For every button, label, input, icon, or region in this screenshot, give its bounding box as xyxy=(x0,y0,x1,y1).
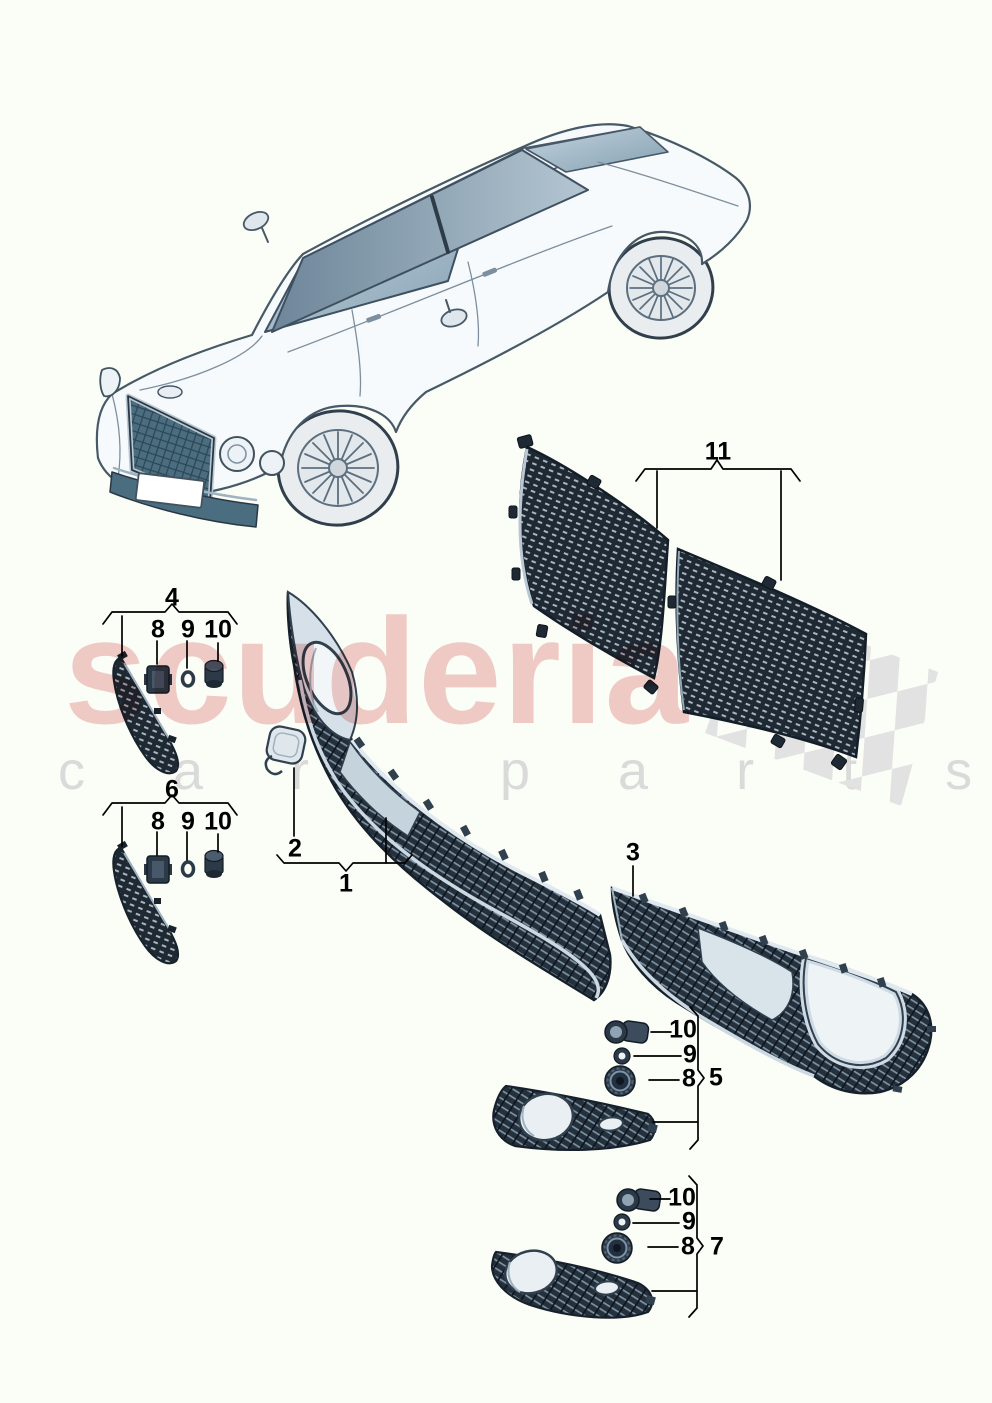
seal-ring-6 xyxy=(180,860,196,878)
callout-lines xyxy=(102,459,801,1318)
fog-lamp-grille-left[interactable] xyxy=(490,1245,656,1319)
seal-ring-7 xyxy=(613,1213,631,1231)
corner-grille-upper[interactable] xyxy=(112,650,180,775)
side-mirror-right xyxy=(440,299,468,328)
parking-sensor-6 xyxy=(204,849,224,878)
rear-window xyxy=(525,126,669,173)
callout-7[interactable]: 7 xyxy=(710,1232,724,1261)
parking-sensor-5 xyxy=(604,1020,650,1044)
callout-5[interactable]: 5 xyxy=(709,1063,723,1092)
seal-ring-4 xyxy=(180,670,196,688)
parking-sensor-7 xyxy=(616,1188,662,1212)
parking-sensor-4 xyxy=(204,659,224,688)
callout-5-8[interactable]: 8 xyxy=(682,1064,696,1093)
tow-eye-cover[interactable] xyxy=(264,725,307,776)
clip-retainer-6 xyxy=(144,855,172,884)
grommet-7 xyxy=(601,1232,633,1264)
callout-11[interactable]: 11 xyxy=(704,437,732,466)
callout-3[interactable]: 3 xyxy=(626,838,640,867)
callout-7-8[interactable]: 8 xyxy=(681,1232,695,1261)
callout-6-8[interactable]: 8 xyxy=(151,807,165,836)
bentley-badge xyxy=(157,385,183,399)
headlamp-left xyxy=(99,367,121,398)
front-wheel xyxy=(276,409,400,527)
seal-ring-5 xyxy=(613,1047,631,1065)
callout-4[interactable]: 4 xyxy=(165,583,179,612)
callout-2[interactable]: 2 xyxy=(288,834,302,863)
radiator-grille-mesh-right[interactable] xyxy=(667,547,868,771)
license-plate xyxy=(134,472,206,509)
headlamp-inner xyxy=(259,450,285,476)
bumper-grille-center[interactable] xyxy=(286,590,612,1002)
callout-1[interactable]: 1 xyxy=(339,869,353,898)
callout-6-9[interactable]: 9 xyxy=(181,807,195,836)
callout-6[interactable]: 6 xyxy=(165,775,179,804)
grommet-5 xyxy=(604,1065,636,1097)
callout-5-10[interactable]: 10 xyxy=(669,1015,697,1044)
callout-4-10[interactable]: 10 xyxy=(204,615,232,644)
corner-grille-lower[interactable] xyxy=(112,840,180,965)
radiator-grille-mesh-left[interactable] xyxy=(508,434,670,695)
bumper-grille-side[interactable] xyxy=(610,886,936,1095)
callout-6-10[interactable]: 10 xyxy=(204,807,232,836)
car-illustration xyxy=(95,123,751,528)
callout-4-8[interactable]: 8 xyxy=(151,615,165,644)
fog-lamp-grille-right[interactable] xyxy=(492,1084,658,1152)
side-windows xyxy=(271,149,589,333)
callout-5-9[interactable]: 9 xyxy=(683,1040,697,1069)
callout-7-10[interactable]: 10 xyxy=(668,1183,696,1212)
clip-retainer-4 xyxy=(144,665,172,694)
headlamp-outer xyxy=(219,436,255,472)
callout-7-9[interactable]: 9 xyxy=(682,1207,696,1236)
callout-4-9[interactable]: 9 xyxy=(181,615,195,644)
rear-wheel xyxy=(607,236,715,340)
side-mirror-left xyxy=(242,211,270,243)
